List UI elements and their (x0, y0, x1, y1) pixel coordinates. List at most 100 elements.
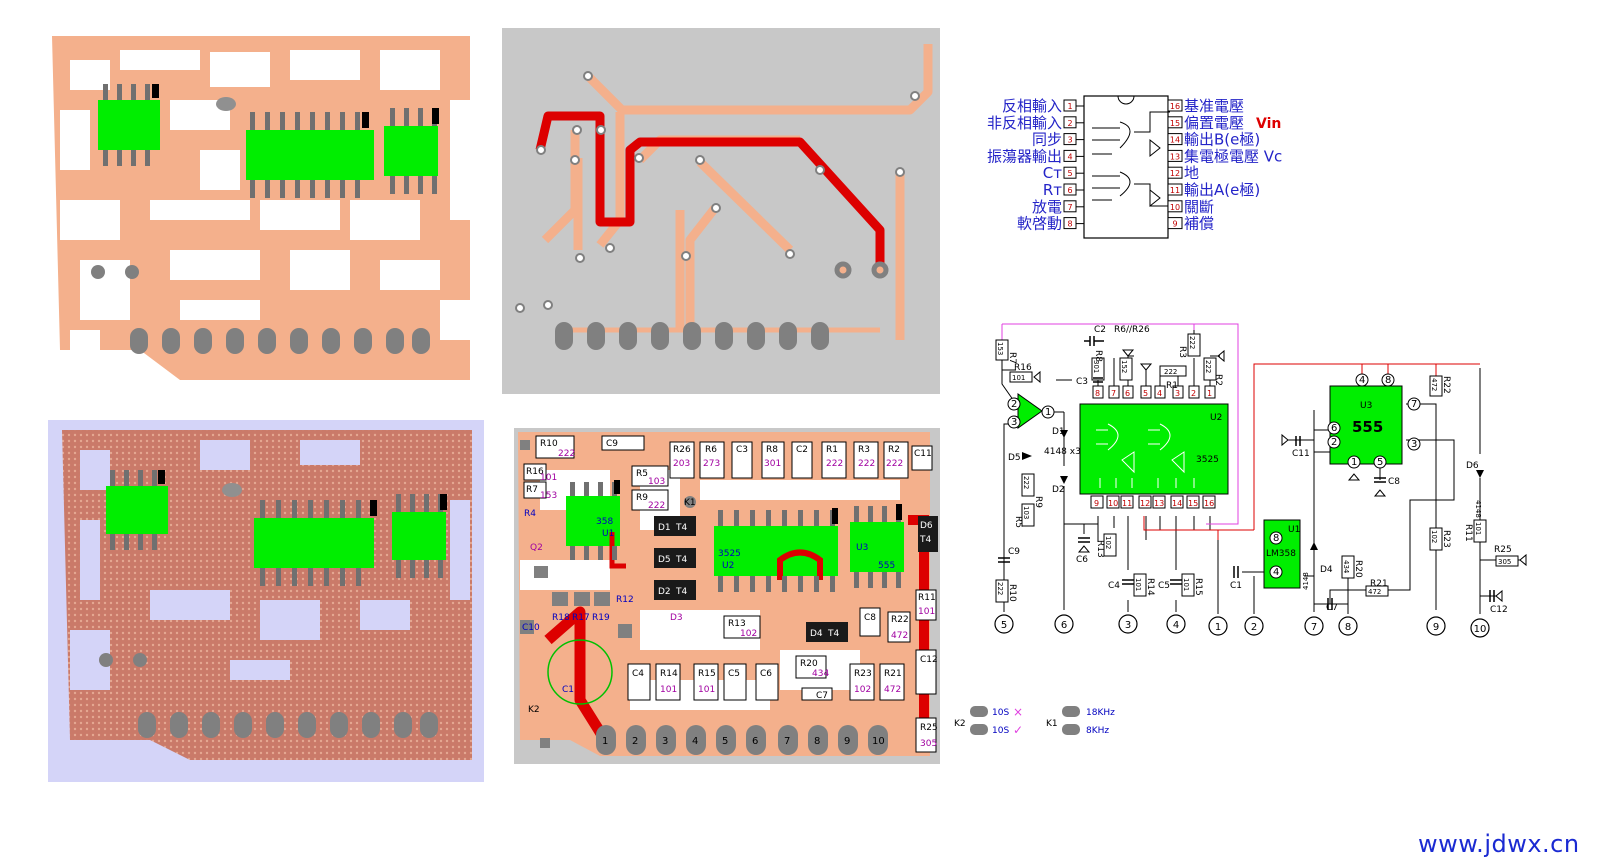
pcb-label: 102 (740, 629, 757, 639)
r13-value: 102 (1104, 536, 1112, 549)
terminal-9: 9 (1433, 622, 1439, 633)
diode-note: 4148 x3 (1044, 447, 1081, 457)
pcb-label: 203 (673, 459, 690, 469)
d6-label: D6 (1466, 461, 1479, 471)
pin-label: 集電極電壓 Vc (1184, 147, 1282, 165)
d1-label: D1 (1052, 427, 1065, 437)
terminal-5: 5 (1001, 620, 1007, 631)
svg-text:14: 14 (1172, 499, 1182, 508)
pcb-label: T4 (675, 555, 687, 565)
pcb-label: R17 (572, 613, 590, 623)
pcb-terminal-label: 4 (692, 736, 698, 747)
svg-text:4: 4 (1273, 567, 1279, 578)
pcb-label: R6 (705, 445, 717, 455)
svg-text:8: 8 (1273, 533, 1279, 544)
pcb-label: T4 (675, 587, 687, 597)
pcb-label: 222 (648, 501, 665, 511)
r7-label: R7 (1007, 352, 1017, 364)
pin-number: 10 (1170, 203, 1180, 212)
pin-label: 地 (1184, 164, 1199, 182)
svg-text:3: 3 (1411, 439, 1417, 450)
k1-label: K1 (1046, 719, 1058, 729)
svg-text:13: 13 (1154, 499, 1164, 508)
pcb-label: R9 (636, 493, 648, 503)
r10-value: 222 (996, 582, 1004, 595)
u1-ref: U1 (1288, 525, 1300, 535)
pin-number: 4 (1067, 152, 1072, 161)
r9-label: R9 (1033, 496, 1043, 508)
k1-option-a: 18KHz (1086, 708, 1115, 718)
pcb-label: T4 (675, 523, 687, 533)
pin-number: 12 (1170, 169, 1180, 178)
svg-text:16: 16 (1204, 499, 1214, 508)
pcb-label: R18 (552, 613, 570, 623)
svg-text:2: 2 (1011, 399, 1017, 410)
pin-label: 同步 (1032, 131, 1062, 149)
pcb-label: K2 (528, 705, 540, 715)
pcb-label: R4 (524, 509, 536, 519)
pcb-label: C9 (606, 439, 618, 449)
pcb-label: C12 (920, 655, 938, 665)
pcb-label: R12 (616, 595, 634, 605)
k2-option-b: 10S (992, 726, 1009, 736)
pcb-label: U2 (722, 561, 734, 571)
svg-text:5: 5 (1377, 457, 1383, 468)
r11-label: R11 (1463, 524, 1473, 542)
pin-label: 放電 (1032, 198, 1062, 216)
pcb-terminal-label: 3 (662, 736, 668, 747)
r1-value: 222 (1164, 368, 1177, 376)
pcb-label: R22 (891, 615, 909, 625)
r7-value: 153 (996, 342, 1004, 355)
terminal-10: 10 (1474, 624, 1487, 635)
svg-text:11: 11 (1122, 499, 1132, 508)
svg-text:5: 5 (1143, 389, 1148, 398)
u3-ref: U3 (1360, 401, 1372, 411)
c1-label: C1 (1230, 581, 1242, 591)
pcb-label: 101 (698, 685, 715, 695)
r6r26-label: R6//R26 (1114, 325, 1150, 335)
pin-number: 13 (1170, 152, 1180, 161)
r1-label: R1 (1166, 381, 1178, 391)
pin-label: 偏置電壓 (1184, 114, 1244, 132)
pin-right-10: 10 關斷 (1167, 198, 1214, 216)
pcb-top-center (502, 28, 940, 394)
r22-label: R22 (1441, 376, 1451, 394)
pcb-label: C4 (632, 669, 644, 679)
pin-right-13: 13 集電極電壓 Vc (1167, 147, 1282, 165)
r23-value: 102 (1430, 530, 1438, 543)
pcb-terminal-label: 5 (722, 736, 728, 747)
pin-label: 振蕩器輸出 (987, 147, 1062, 165)
pin-label: 輸出B(e極) (1184, 131, 1260, 149)
pin-left-6: 6Rт (1043, 181, 1084, 199)
pcb-label: C2 (796, 445, 808, 455)
c4-label: C4 (1108, 581, 1120, 591)
pcb-label: D2 (658, 587, 671, 597)
pcb-top-left (48, 32, 476, 388)
pin-left-7: 7放電 (1032, 198, 1084, 216)
pin-number: 5 (1067, 169, 1072, 178)
pcb-label: 301 (764, 459, 781, 469)
terminal-3: 3 (1125, 620, 1131, 631)
terminal-7: 7 (1311, 622, 1317, 633)
c11-label: C11 (1292, 449, 1310, 459)
pcb-label: D5 (658, 555, 671, 565)
pcb-label: U3 (856, 543, 868, 553)
pin-label: 關斷 (1184, 198, 1214, 216)
pcb-label: C8 (864, 613, 876, 623)
svg-text:1: 1 (1207, 389, 1212, 398)
svg-text:9: 9 (1094, 499, 1099, 508)
svg-text:4: 4 (1359, 375, 1365, 386)
k2-option-a: 10S (992, 708, 1009, 718)
c6-label: C6 (1076, 555, 1088, 565)
pcb-label: 358 (596, 517, 613, 527)
pcb-terminal-label: 9 (844, 736, 850, 747)
r13-label: R13 (1095, 540, 1105, 558)
pin-label: 補償 (1184, 215, 1214, 233)
k1-option-b: 8KHz (1086, 726, 1109, 736)
pcb-label: R2 (888, 445, 900, 455)
pin-right-12: 12 地 (1167, 164, 1199, 182)
